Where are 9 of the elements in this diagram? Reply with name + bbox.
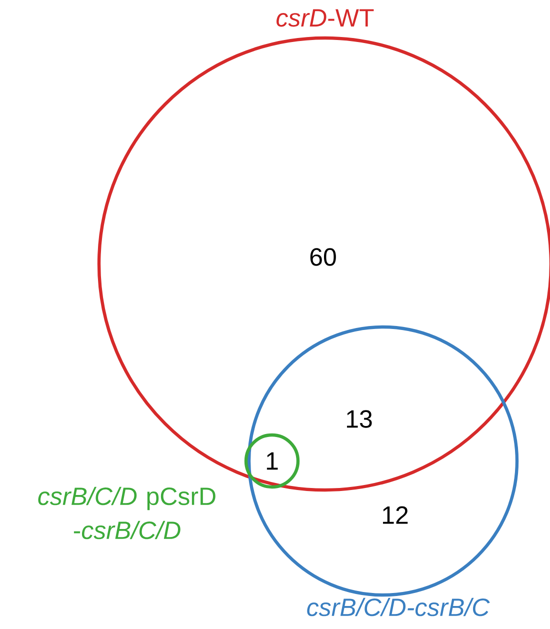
region-count: 1	[266, 452, 278, 470]
set-label: csrB/C/D pCsrD -csrB/C/D	[38, 486, 216, 540]
set-label: csrB/C/D-csrB/C	[307, 598, 490, 616]
venn-circle	[247, 325, 519, 597]
set-label: csrD-WT	[276, 9, 374, 27]
region-count: 60	[310, 248, 336, 266]
region-count: 13	[347, 410, 372, 428]
region-count: 12	[383, 506, 408, 524]
venn-circle	[244, 433, 300, 489]
